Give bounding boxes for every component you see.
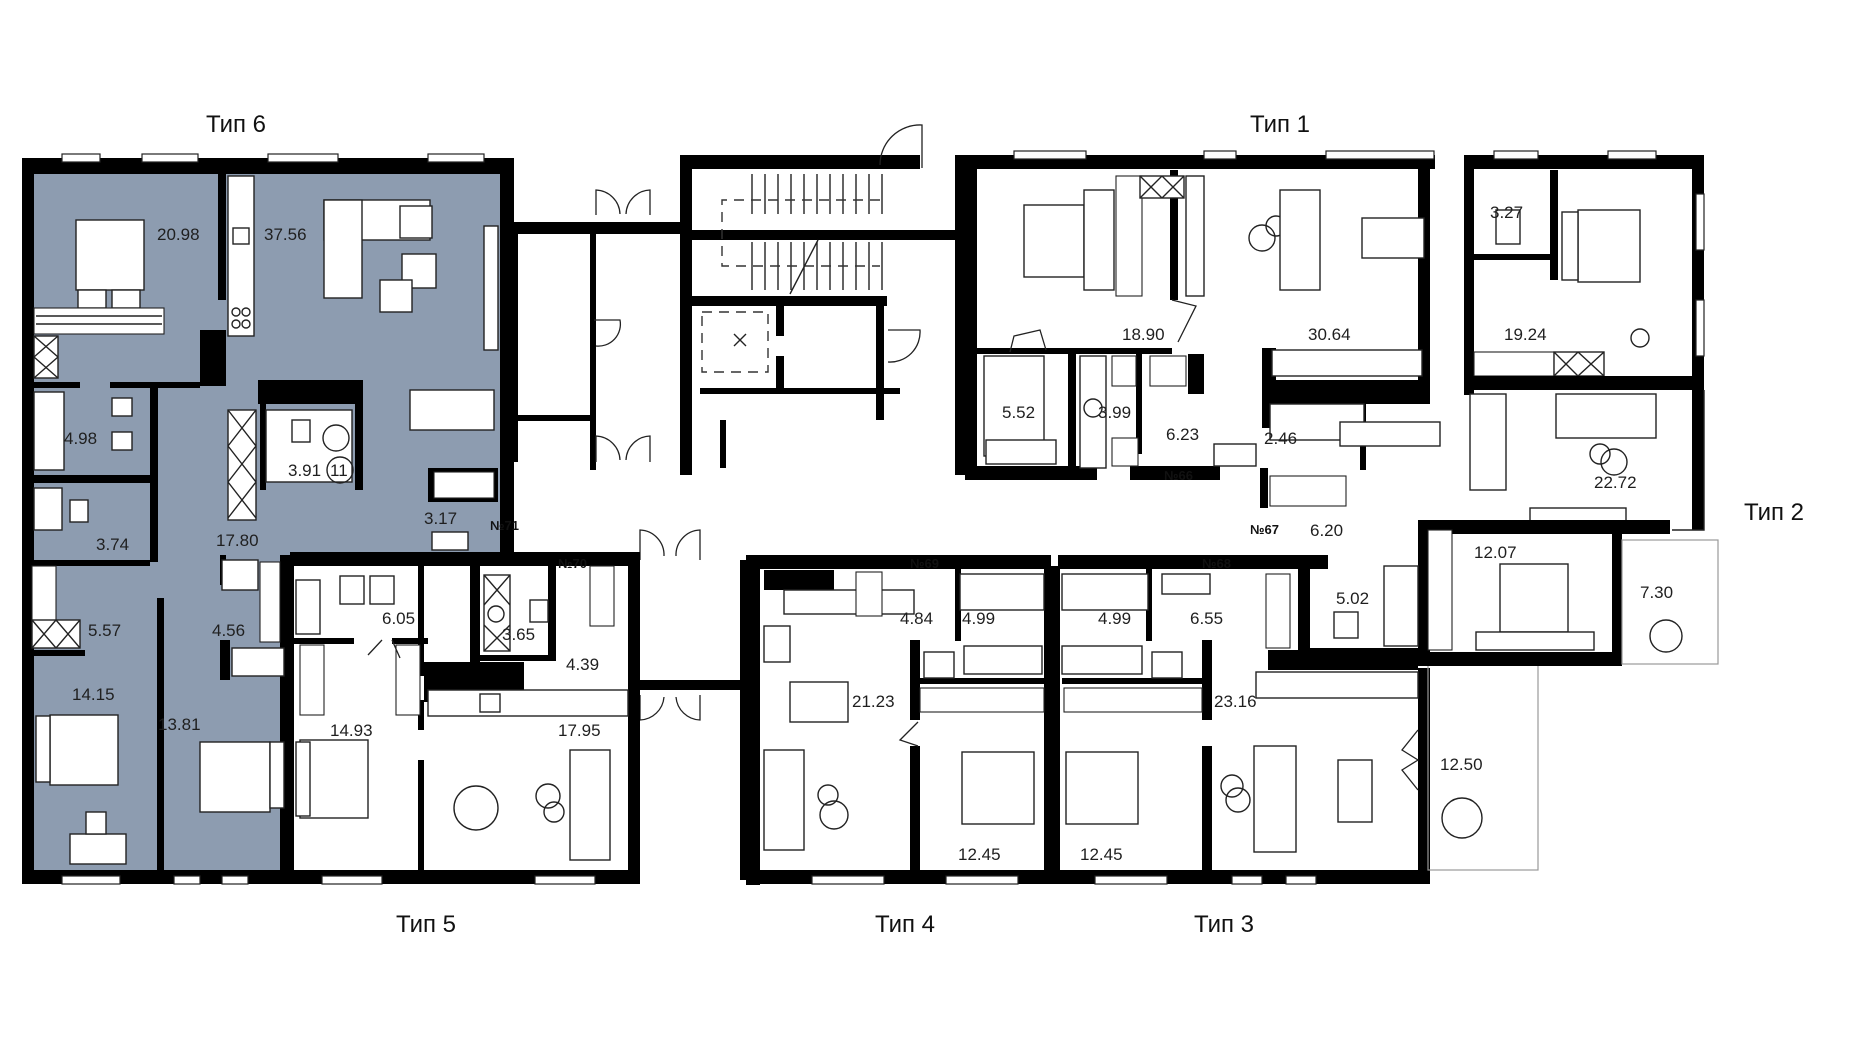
area-t4-living-kitchen: 21.23 [852, 692, 895, 711]
area-t3-bathroom: 4.99 [1098, 609, 1131, 628]
area-t3-bedroom: 12.45 [1080, 845, 1123, 864]
area-t6-wardrobe-2: 4.56 [212, 621, 245, 640]
area-t5-laundry: 3.65 [502, 625, 535, 644]
area-t4-bathroom: 4.99 [962, 609, 995, 628]
area-t6-wardrobe-1: 5.57 [88, 621, 121, 640]
area-t4-hall: 4.84 [900, 609, 933, 628]
area-t1-bathroom: 5.52 [1002, 403, 1035, 422]
area-t1-bathroom-2: 3.27 [1490, 203, 1523, 222]
area-t3-hall: 6.55 [1190, 609, 1223, 628]
apartment-type-6[interactable] [22, 153, 520, 885]
area-t6-bedroom-3: 13.81 [158, 715, 201, 734]
apartment-type-5[interactable] [290, 552, 640, 885]
area-t4-bedroom: 12.45 [958, 845, 1001, 864]
apartment-type-2[interactable] [1260, 150, 1719, 666]
area-t1-bedroom-2: 19.24 [1504, 325, 1547, 344]
area-t6-bedroom-1: 20.98 [157, 225, 200, 244]
circled-marker [326, 456, 354, 484]
area-t6-hall: 17.80 [216, 531, 259, 550]
area-t5-hall: 4.39 [566, 655, 599, 674]
area-t1-laundry: 3.99 [1098, 403, 1131, 422]
type-2-label: Тип 2 [1744, 499, 1804, 526]
area-t1-bedroom: 18.90 [1122, 325, 1165, 344]
type-1-label: Тип 1 [1250, 111, 1310, 138]
area-t1-hall: 6.23 [1166, 425, 1199, 444]
apartment-type-4[interactable] [746, 555, 1060, 885]
area-t2-bathroom: 5.02 [1336, 589, 1369, 608]
area-t6-wc: 3.74 [96, 535, 129, 554]
area-t1-wc: 2.46 [1264, 429, 1297, 448]
apartment-type-3[interactable] [1058, 555, 1539, 885]
area-t6-storage: 3.17 [424, 509, 457, 528]
area-t5-bedroom: 14.93 [330, 721, 373, 740]
area-t5-bathroom: 6.05 [382, 609, 415, 628]
area-t2-terrace: 7.30 [1640, 583, 1673, 602]
apartment-number-70: №70 [558, 556, 587, 571]
apartment-number-71: №71 [490, 518, 519, 533]
area-t3-living-kitchen: 23.16 [1214, 692, 1257, 711]
apartment-number-68: №68 [1202, 556, 1231, 571]
circled-marker-text: 11 [330, 461, 348, 480]
apartment-number-67: №67 [1250, 522, 1279, 537]
area-t2-hall: 6.20 [1310, 521, 1343, 540]
area-t6-bathroom-2: 3.91 [288, 461, 321, 480]
type-5-label: Тип 5 [396, 911, 456, 938]
type-4-label: Тип 4 [875, 911, 935, 938]
area-t3-terrace: 12.50 [1440, 755, 1483, 774]
type-6-label: Тип 6 [206, 111, 266, 138]
area-t2-living-kitchen: 22.72 [1594, 473, 1637, 492]
area-t6-living-kitchen: 37.56 [264, 225, 307, 244]
area-t6-bedroom-2: 14.15 [72, 685, 115, 704]
area-t6-bathroom-1: 4.98 [64, 429, 97, 448]
type-3-label: Тип 3 [1194, 911, 1254, 938]
area-t1-living-kitchen: 30.64 [1308, 325, 1351, 344]
area-t2-bedroom: 12.07 [1474, 543, 1517, 562]
apartment-number-66: №66 [1164, 468, 1193, 483]
area-t5-living-kitchen: 17.95 [558, 721, 601, 740]
apartment-number-69: №69 [910, 556, 939, 571]
